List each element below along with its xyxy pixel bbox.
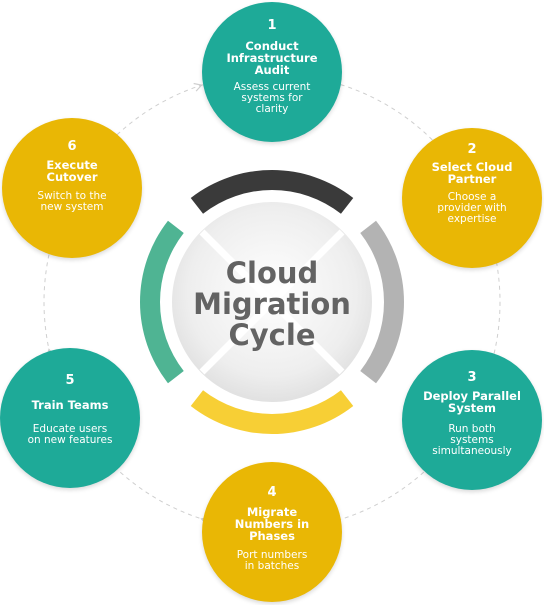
step-3-desc-line: simultaneously xyxy=(432,445,512,457)
step-1-desc-line: systems for xyxy=(241,92,303,104)
step-6-desc-line: Switch to the xyxy=(37,190,107,202)
step-3-desc-line: Run both xyxy=(448,423,496,435)
step-5-circle: 5 Train Teams Educate users on new featu… xyxy=(0,348,140,488)
step-4-number: 4 xyxy=(267,485,277,500)
ring-segment-left xyxy=(139,220,184,384)
step-1-title-line: Audit xyxy=(254,63,290,77)
step-4-title-line: Migrate xyxy=(246,505,298,519)
step-3-desc-line: systems xyxy=(450,434,494,446)
step-4-title-line: Numbers in xyxy=(234,517,310,531)
center-title-line-2: Migration xyxy=(193,287,351,321)
step-5-title-line: Train Teams xyxy=(31,398,109,412)
step-1-title-line: Conduct xyxy=(245,39,299,53)
step-1-number: 1 xyxy=(267,18,277,33)
step-3-title-line: System xyxy=(448,401,496,415)
step-4-desc-line: in batches xyxy=(244,560,300,572)
step-3-circle: 3 Deploy Parallel System Run both system… xyxy=(402,350,542,490)
step-2-desc-line: Choose a xyxy=(447,191,497,203)
ring-segment-right xyxy=(360,220,404,384)
step-1-circle: 1 Conduct Infrastructure Audit Assess cu… xyxy=(202,2,342,142)
step-2-desc-line: provider with xyxy=(437,202,507,214)
step-2-desc-line: expertise xyxy=(447,213,497,225)
step-4-title-line: Phases xyxy=(249,529,295,543)
step-2-circle: 2 Select Cloud Partner Choose a provider… xyxy=(402,128,542,268)
step-6-title-line: Execute xyxy=(46,158,98,172)
step-2-number: 2 xyxy=(467,142,477,157)
step-2-title-line: Select Cloud xyxy=(431,160,513,174)
step-5-number: 5 xyxy=(65,373,75,388)
ring-segment-bottom xyxy=(190,390,354,435)
center-title-line-3: Cycle xyxy=(229,318,316,352)
step-6-desc-line: new system xyxy=(40,201,104,213)
step-4-circle: 4 Migrate Numbers in Phases Port numbers… xyxy=(202,462,342,602)
step-2-title-line: Partner xyxy=(447,172,497,186)
step-5-desc-line: Educate users xyxy=(32,423,108,435)
step-1-desc-line: Assess current xyxy=(233,81,311,93)
step-5-desc-line: on new features xyxy=(27,434,113,446)
center-title-line-1: Cloud xyxy=(226,256,319,290)
step-6-title-line: Cutover xyxy=(46,170,98,184)
step-1-title-line: Infrastructure xyxy=(226,51,318,65)
step-3-number: 3 xyxy=(467,370,477,385)
step-6-number: 6 xyxy=(67,139,77,154)
arrow-6-to-1 xyxy=(193,82,203,92)
step-4-desc-line: Port numbers xyxy=(236,549,308,561)
step-3-title-line: Deploy Parallel xyxy=(423,389,521,403)
ring-segment-top xyxy=(190,170,354,214)
step-6-circle: 6 Execute Cutover Switch to the new syst… xyxy=(2,118,142,258)
step-1-desc-line: clarity xyxy=(255,103,289,115)
center-cross-line-b xyxy=(199,229,345,375)
